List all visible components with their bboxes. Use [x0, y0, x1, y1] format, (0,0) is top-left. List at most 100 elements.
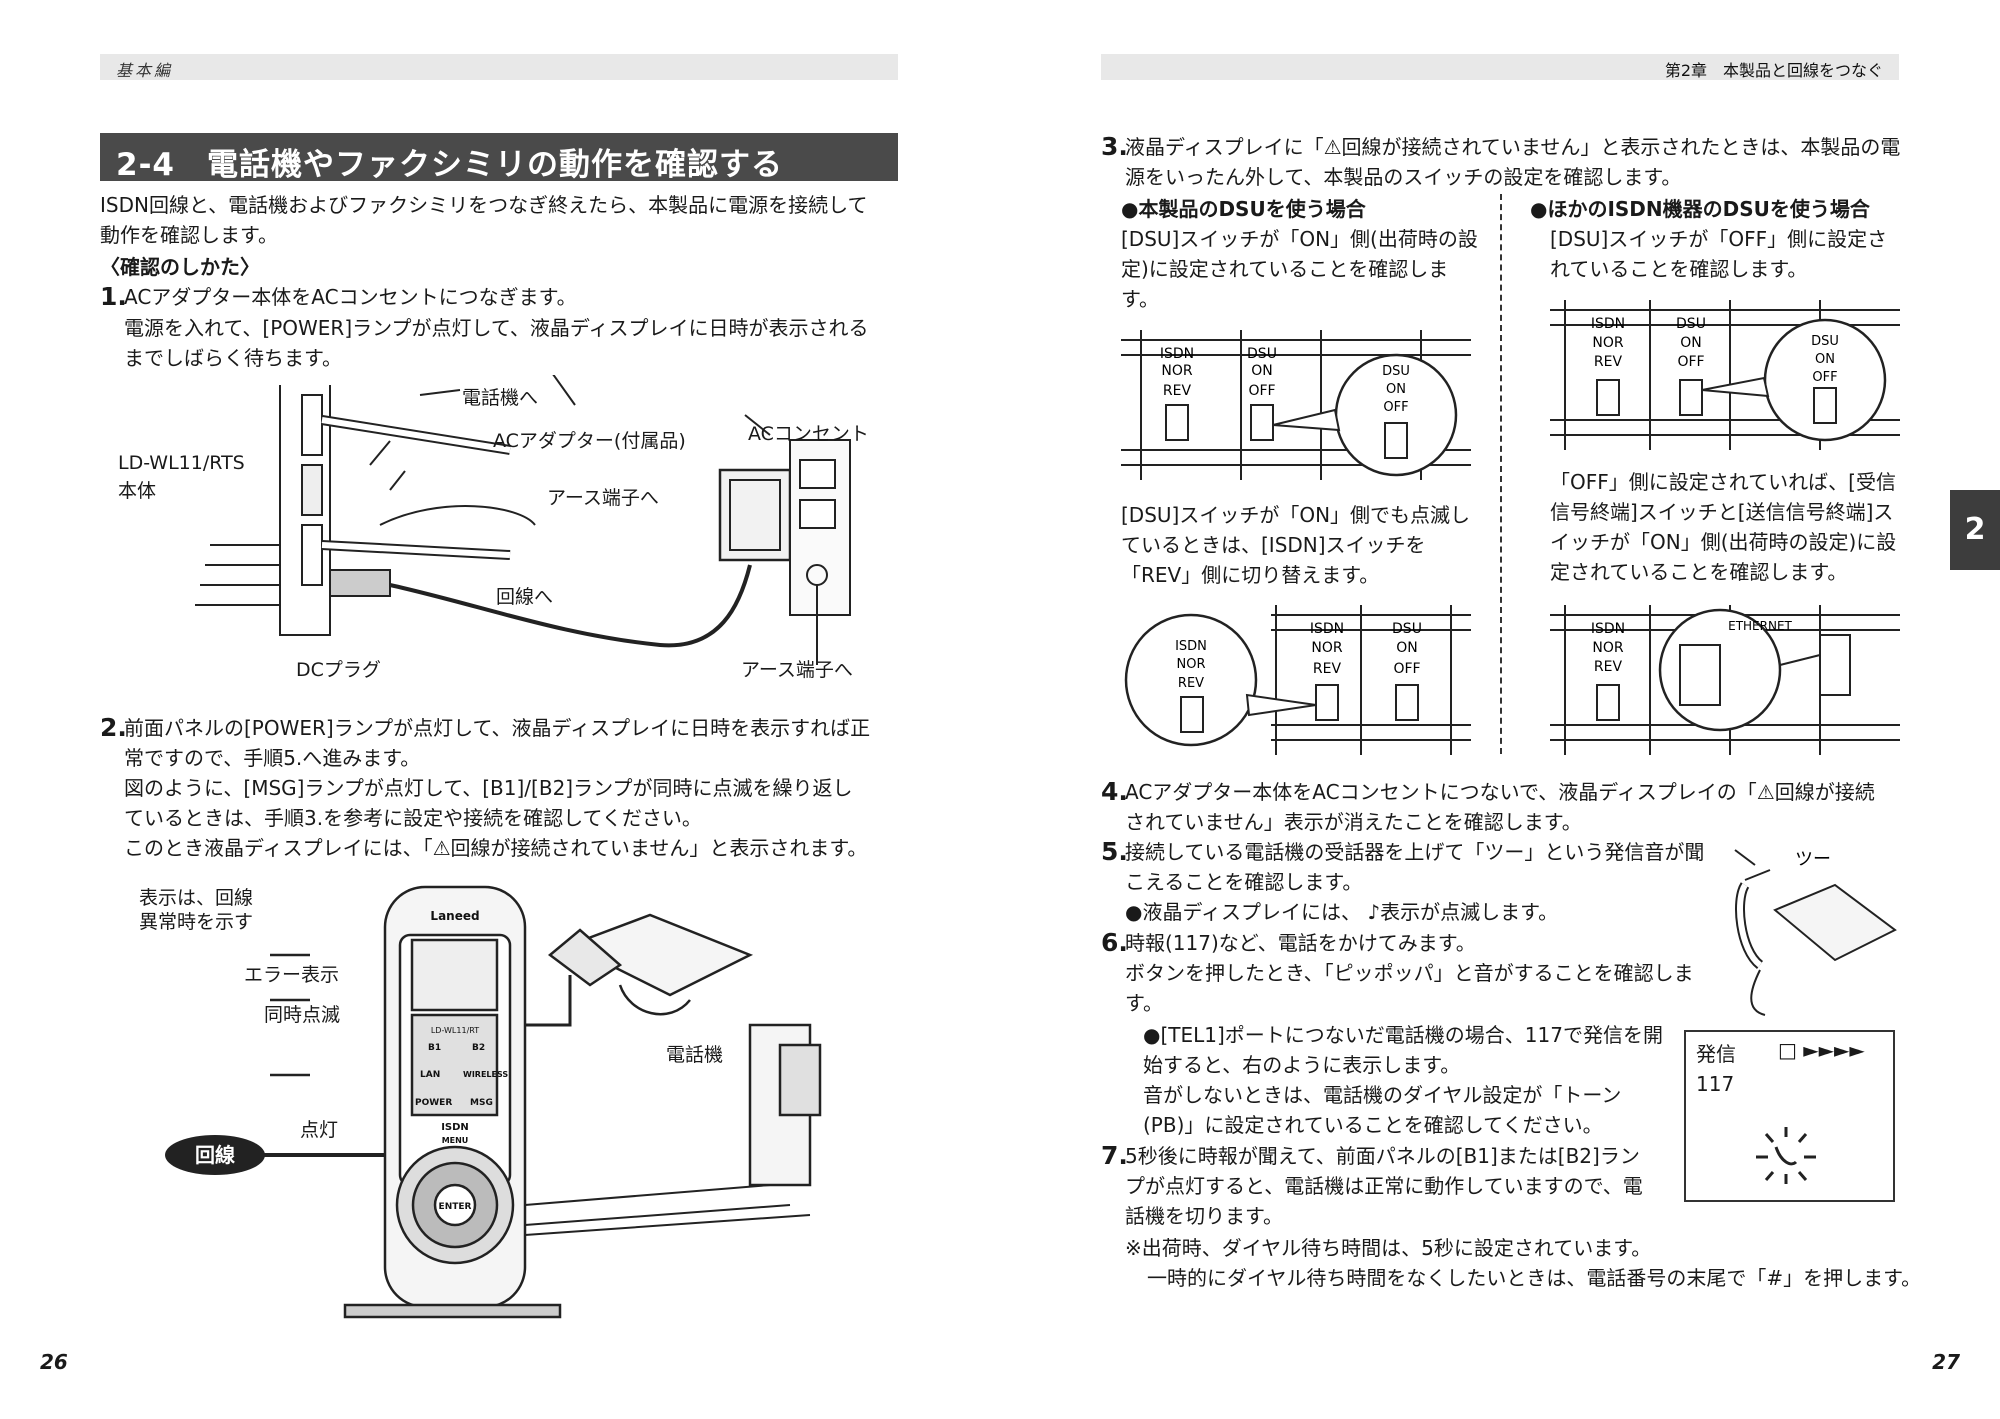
step3-col-b-line4: 信号終端]スイッチと[送信信号終端]ス [1550, 500, 1894, 524]
step3-col-b-line6: 定されていることを確認します。 [1550, 560, 1848, 584]
step7-number: 7. [1101, 1141, 1128, 1170]
b2-label: B2 [472, 1043, 485, 1053]
step5-line2: こえることを確認します。 [1125, 870, 1363, 894]
step3-col-b-title: ●ほかのISDN機器のDSUを使う場合 [1530, 197, 1870, 221]
fig2-note-line1: 表示は、回線 [139, 887, 254, 909]
fig2-note-line2: 異常時を示す [139, 911, 254, 933]
isdn-logo-label: ISDN [441, 1122, 469, 1133]
step4-line2: されていません」表示が消えたことを確認します。 [1125, 810, 1582, 834]
step2-line1: 前面パネルの[POWER]ランプが点灯して、液晶ディスプレイに日時を表示すれば正 [124, 716, 871, 740]
fig2-label-error: エラー表示 [244, 964, 340, 986]
fig1-label-ground2: アース端子へ [741, 659, 853, 681]
switch-diagram-termination: ISDN NOR REV ETHERNET [1550, 605, 1900, 755]
sw-a2-nor: NOR [1311, 640, 1342, 656]
sw-a1-zoom-on: ON [1386, 382, 1406, 397]
device-front-panel-diagram: Laneed LD-WL11/RT B1 B2 LAN WIRELESS POW… [165, 885, 822, 1319]
fig1-label-adapter: ACアダプター(付属品) [493, 430, 686, 452]
sw-b1-dsu: DSU [1676, 316, 1706, 332]
lcd-number: 117 [1696, 1072, 1735, 1096]
sw-a1-isdn: ISDN [1160, 346, 1194, 362]
sw-b1-isdn: ISDN [1591, 316, 1625, 332]
lan-label: LAN [420, 1070, 440, 1080]
step6-bullet3: 音がしないときは、電話機のダイヤル設定が「トーン [1143, 1083, 1622, 1107]
sw-a2-isdn: ISDN [1310, 621, 1344, 637]
lcd-display-example: 発信 □ ►►►► 117 [1684, 1030, 1895, 1202]
step5-bullet: ●液晶ディスプレイには、 ♪表示が点滅します。 [1125, 900, 1559, 924]
lcd-label: 発信 [1696, 1042, 1736, 1066]
step6-bullet1: ●[TEL1]ポートにつないだ電話機の場合、117で発信を開 [1143, 1023, 1663, 1047]
step3-col-a-line4: [DSU]スイッチが「ON」側でも点滅し [1121, 503, 1471, 527]
step3-col-a-line3: す。 [1121, 287, 1159, 311]
step3-col-a-title: ●本製品のDSUを使う場合 [1121, 197, 1366, 221]
sw-b1-zoom-off: OFF [1812, 370, 1837, 385]
lcd-arrows: □ ►►►► [1778, 1038, 1865, 1062]
step3-col-a-line5: ているときは、[ISDN]スイッチを [1121, 533, 1426, 557]
sw-b2-rev: REV [1594, 659, 1623, 675]
step6-line1: 時報(117)など、電話をかけてみます。 [1125, 931, 1476, 955]
line-badge-text: 回線 [195, 1143, 235, 1167]
switch-diagram-isdn-rev: ISDN NOR REV ISDN NOR REV DSU ON OFF [1124, 605, 1471, 755]
fig1-label-dc-plug: DCプラグ [296, 659, 381, 681]
step7-line2: プが点灯すると、電話機は正常に動作していますので、電 [1125, 1174, 1643, 1198]
sw-a1-dsu: DSU [1247, 346, 1277, 362]
sw-a1-on: ON [1251, 363, 1273, 379]
fig1-label-model-body: 本体 [118, 480, 157, 502]
step3-col-b-line1: [DSU]スイッチが「OFF」側に設定さ [1550, 227, 1888, 251]
phone-illustration: ツー [1734, 849, 1897, 1016]
header-right-text: 第2章 本製品と回線をつなぐ [1664, 61, 1883, 80]
model-label: LD-WL11/RT [431, 1026, 479, 1035]
enter-label: ENTER [439, 1202, 472, 1212]
sw-b1-nor: NOR [1592, 335, 1623, 351]
page-number-right: 27 [1932, 1350, 1960, 1374]
step6-bullet4: (PB)」に設定されていることを確認してください。 [1143, 1113, 1603, 1137]
connection-diagram [195, 375, 851, 665]
blinking-handset-icon [1756, 1127, 1816, 1184]
step7-note1: ※出荷時、ダイヤル待ち時間は、5秒に設定されています。 [1125, 1236, 1652, 1260]
sw-a2-dsu: DSU [1392, 621, 1422, 637]
fig2-label-lit: 点灯 [300, 1119, 339, 1141]
step2-number: 2. [100, 713, 127, 742]
fig1-label-phone: 電話機へ [462, 387, 539, 409]
sw-b1-rev: REV [1594, 354, 1623, 370]
step3-col-a-line1: [DSU]スイッチが「ON」側(出荷時の設 [1121, 227, 1478, 251]
sw-a1-nor: NOR [1161, 363, 1192, 379]
chapter-tab: 2 [1950, 490, 2000, 570]
step7-line3: 話機を切ります。 [1125, 1204, 1283, 1228]
section-title: 2-4 電話機やファクシミリの動作を確認する [116, 147, 784, 183]
step7-note2: 一時的にダイヤル待ち時間をなくしたいときは、電話番号の末尾で「#」を押します。 [1147, 1266, 1922, 1290]
fig1-label-line: 回線へ [496, 586, 554, 608]
step1-line3: までしばらく待ちます。 [124, 346, 342, 370]
sw-a1-zoom-dsu: DSU [1382, 364, 1410, 379]
intro-line-1: ISDN回線と、電話機およびファクシミリをつなぎ終えたら、本製品に電源を接続して [100, 193, 868, 217]
sw-b1-off: OFF [1677, 354, 1704, 370]
step3-line1: 液晶ディスプレイに「⚠回線が接続されていません」と表示されたときは、本製品の電 [1125, 135, 1901, 159]
step1-number: 1. [100, 282, 127, 311]
how-to-check-heading: 〈確認のしかた〉 [100, 255, 260, 279]
column-divider [1500, 194, 1502, 754]
step5-number: 5. [1101, 837, 1128, 866]
fig1-label-outlet: ACコンセント [748, 423, 869, 445]
brand-label: Laneed [430, 909, 479, 923]
step2-line5: このとき液晶ディスプレイには、「⚠回線が接続されていません」と表示されます。 [124, 836, 868, 860]
sw-a1-zoom-off: OFF [1383, 400, 1408, 415]
sw-a2-on: ON [1396, 640, 1418, 656]
step2-line3: 図のように、[MSG]ランプが点灯して、[B1]/[B2]ランプが同時に点滅を繰… [124, 776, 853, 800]
sw-a2-off: OFF [1393, 661, 1420, 677]
sw-a2-rev: REV [1313, 661, 1342, 677]
step3-col-a-line6: 「REV」側に切り替えます。 [1121, 563, 1380, 587]
page-number-left: 26 [40, 1350, 68, 1374]
sw-b2-ethernet: ETHERNET [1728, 619, 1792, 633]
step1-line2: 電源を入れて、[POWER]ランプが点灯して、液晶ディスプレイに日時が表示される [124, 316, 869, 340]
step3-col-b-line2: れていることを確認します。 [1550, 257, 1808, 281]
step7-line1: 5秒後に時報が聞えて、前面パネルの[B1]または[B2]ラン [1125, 1144, 1640, 1168]
switch-diagram-dsu-on: ISDN NOR REV DSU ON OFF DSU ON OFF [1121, 330, 1471, 480]
wireless-label: WIRELESS [463, 1070, 508, 1079]
step3-col-b-line5: イッチが「ON」側(出荷時の設定)に設 [1550, 530, 1897, 554]
sw-b1-zoom-on: ON [1815, 352, 1835, 367]
step2-line2: 常ですので、手順5.へ進みます。 [124, 746, 421, 770]
dial-tone-sound: ツー [1795, 849, 1831, 870]
sw-b1-zoom-dsu: DSU [1811, 334, 1839, 349]
intro-line-2: 動作を確認します。 [100, 223, 278, 247]
sw-b2-isdn: ISDN [1591, 621, 1625, 637]
fig1-label-ground: アース端子へ [547, 487, 659, 509]
